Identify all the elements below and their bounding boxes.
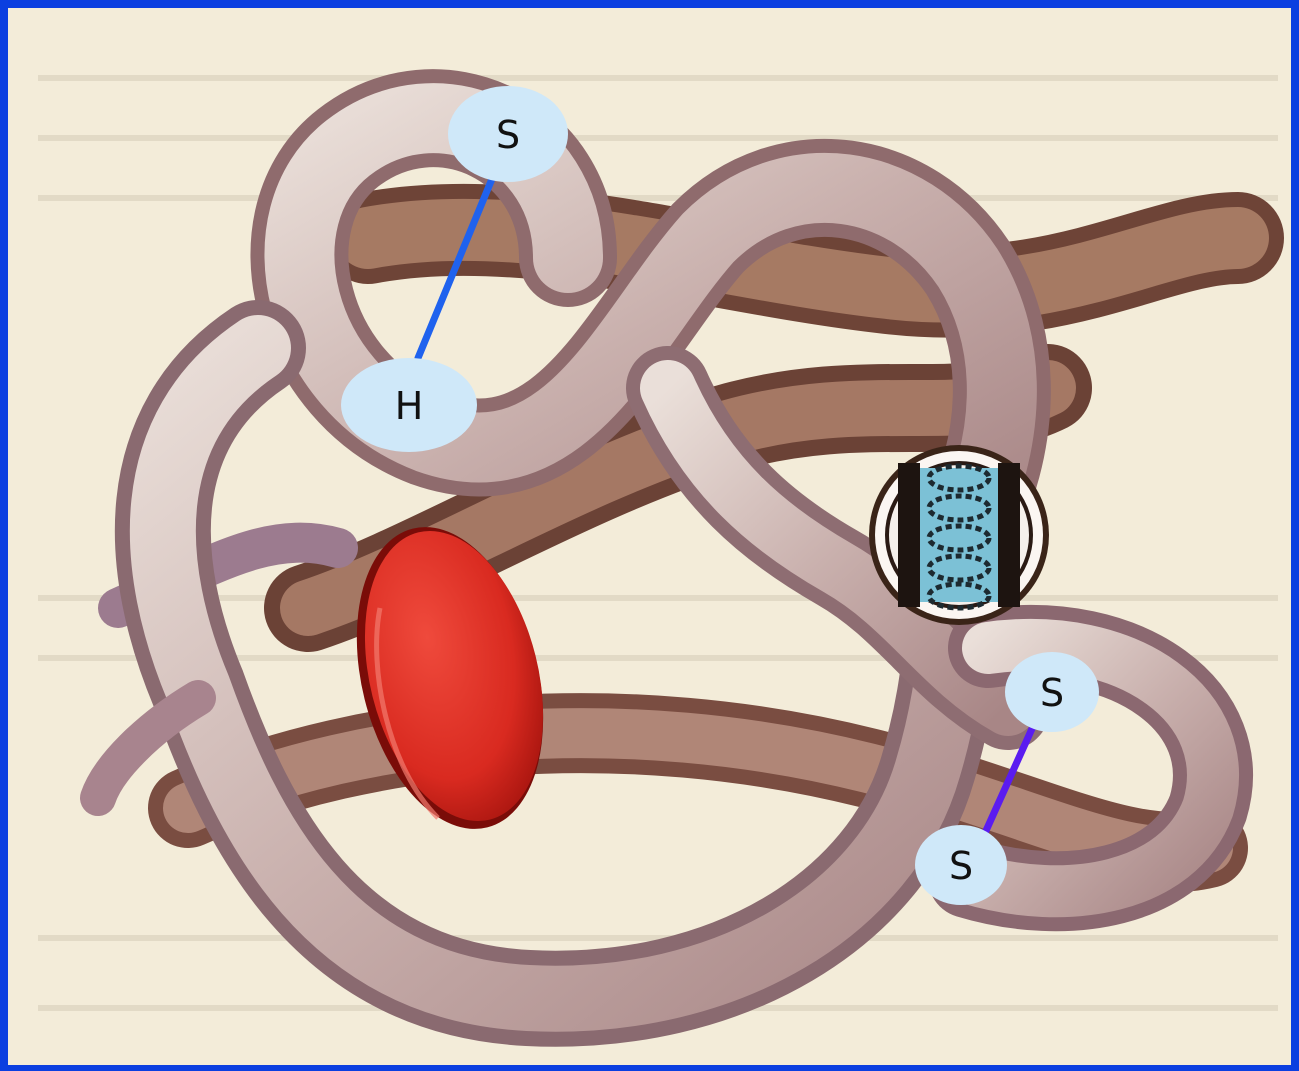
label-h-text: H [395,384,424,428]
label-right-s-top: S [1005,652,1099,732]
alpha-helix-inset-icon [869,445,1049,625]
label-top-s-text: S [496,113,520,157]
protein-diagram: S H S S [8,8,1291,1065]
label-h: H [341,358,477,452]
label-right-s-bottom: S [915,825,1007,905]
label-right-s-bottom-text: S [949,844,973,888]
label-right-s-top-text: S [1040,671,1064,715]
label-top-s: S [448,86,568,182]
